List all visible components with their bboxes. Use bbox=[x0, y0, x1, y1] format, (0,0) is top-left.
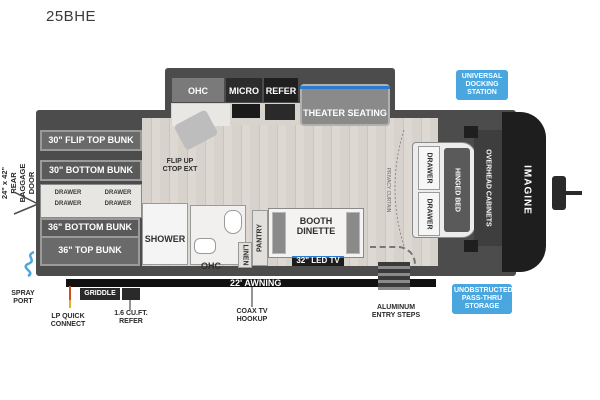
top-bunk-36-label: 36" TOP BUNK bbox=[58, 245, 122, 255]
drawer-label: DRAWER bbox=[54, 190, 82, 196]
refrigerator bbox=[264, 78, 298, 102]
coax-hookup-label: COAX TV HOOKUP bbox=[236, 308, 268, 323]
refer-leader-line bbox=[129, 298, 131, 310]
bedside-table-bottom bbox=[464, 240, 478, 252]
rear-door-swing-icon bbox=[13, 191, 39, 215]
led-tv-label: 32" LED TV bbox=[296, 256, 340, 265]
microwave-label: MICRO bbox=[229, 86, 259, 96]
lp-quick-connect-label: LP QUICK CONNECT bbox=[50, 313, 86, 328]
booth-dinette-label: BOOTH DINETTE bbox=[296, 216, 336, 236]
bottom-bunk-30-label: 30" BOTTOM BUNK bbox=[48, 165, 134, 175]
led-accent bbox=[300, 86, 390, 89]
front-cap bbox=[502, 112, 546, 272]
outdoor-refer bbox=[122, 288, 140, 300]
overhead-cabinets bbox=[474, 130, 502, 246]
model-name: 25BHE bbox=[46, 8, 97, 25]
coax-leader-line bbox=[251, 287, 253, 307]
spray-hose-icon bbox=[24, 250, 35, 278]
bed-drawer-bottom bbox=[418, 192, 440, 236]
bed-drawer-top-label: DRAWER bbox=[425, 152, 433, 184]
theater-seating bbox=[300, 84, 390, 126]
kitchen-ohc-label: OHC bbox=[188, 86, 208, 96]
rear-baggage-door-label: 24" x 42" REAR BAGGAGE DOOR bbox=[0, 163, 36, 203]
bottom-bunk-30 bbox=[40, 160, 142, 181]
dinette-bench-right bbox=[346, 212, 360, 254]
flip-up-counter-label: FLIP UP CTOP EXT bbox=[162, 158, 198, 173]
bathroom-sink-icon bbox=[194, 238, 216, 254]
drawer-area bbox=[40, 184, 142, 218]
flip-top-bunk-label: 30" FLIP TOP BUNK bbox=[48, 135, 134, 145]
bedside-table-top bbox=[464, 126, 478, 138]
linen-label: LINEN bbox=[241, 244, 249, 266]
toilet-icon bbox=[224, 210, 242, 234]
microwave bbox=[226, 78, 262, 102]
flip-top-bunk bbox=[40, 130, 142, 151]
refrigerator-label: REFER bbox=[265, 86, 297, 96]
dinette-bench-left bbox=[272, 212, 286, 254]
universal-docking-station-badge: UNIVERSAL DOCKING STATION bbox=[456, 70, 508, 100]
cooktop bbox=[232, 104, 260, 118]
bed-mattress bbox=[444, 148, 470, 232]
lp-connector-icon bbox=[69, 286, 71, 308]
spray-port-label: SPRAY PORT bbox=[11, 290, 35, 305]
brand-logo: IMAGINE bbox=[521, 165, 533, 215]
top-bunk-36 bbox=[40, 236, 140, 266]
entry-steps bbox=[378, 262, 410, 290]
bottom-bunk-36-label: 36" BOTTOM BUNK bbox=[47, 222, 133, 232]
bed-drawer-top bbox=[418, 146, 440, 190]
hitch-icon bbox=[552, 176, 582, 210]
kitchen-overhead-cabinet bbox=[172, 78, 224, 102]
pass-thru-storage-badge: UNOBSTRUCTED PASS-THRU STORAGE bbox=[452, 284, 513, 314]
refer-base bbox=[265, 104, 295, 120]
griddle bbox=[80, 288, 120, 300]
shower-label: SHOWER bbox=[144, 234, 186, 244]
theater-seating-label: THEATER SEATING bbox=[303, 108, 387, 118]
hinged-bed-label: HINGED BED bbox=[453, 168, 461, 212]
bed-drawer-bottom-label: DRAWER bbox=[425, 198, 433, 230]
bath-ohc-label: OHC bbox=[201, 261, 221, 271]
shower bbox=[142, 203, 188, 265]
outdoor-refer-label: 1.6 CU.FT. REFER bbox=[114, 310, 148, 325]
drawer-label: DRAWER bbox=[104, 201, 132, 207]
led-tv bbox=[292, 256, 344, 266]
griddle-label: GRIDDLE bbox=[84, 290, 116, 297]
entry-steps-label: ALUMINUM ENTRY STEPS bbox=[371, 304, 421, 319]
linen-cabinet bbox=[238, 242, 252, 268]
drawer-label: DRAWER bbox=[54, 201, 82, 207]
pantry-label: PANTRY bbox=[256, 224, 264, 252]
pantry bbox=[252, 210, 268, 266]
awning bbox=[66, 279, 436, 287]
privacy-curtain-line bbox=[394, 129, 405, 247]
awning-label: 22' AWNING bbox=[230, 278, 282, 288]
overhead-cabinets-label: OVERHEAD CABINETS bbox=[484, 149, 492, 227]
drawer-label: DRAWER bbox=[104, 190, 132, 196]
